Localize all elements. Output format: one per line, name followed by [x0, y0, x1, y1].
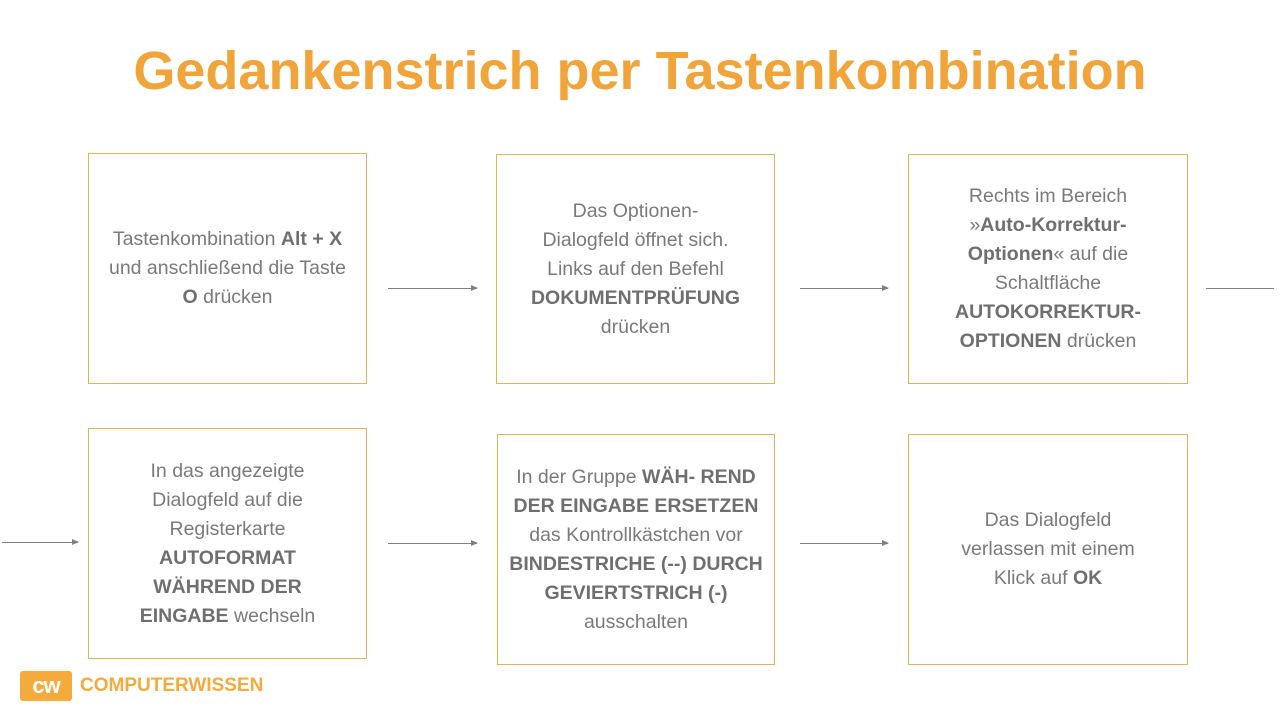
arrow-3-out-icon [1206, 288, 1274, 289]
arrow-4-to-5-icon [388, 540, 478, 546]
arrow-1-to-2-icon [388, 285, 478, 291]
page-title: Gedankenstrich per Tastenkombination [133, 41, 1147, 101]
step-2-box: Das Optionen-Dialogfeld öffnet sich.Link… [496, 154, 775, 384]
step-3-box: Rechts im Bereich»Auto-Korrektur-Optione… [908, 154, 1188, 384]
step-2-text: Das Optionen-Dialogfeld öffnet sich.Link… [530, 199, 741, 338]
cw-logo-icon: cw [20, 671, 72, 701]
arrow-4-in-icon [2, 539, 79, 545]
logo-text: COMPUTERWISSEN [80, 675, 264, 696]
step-3-text: Rechts im Bereich»Auto-Korrektur-Optione… [955, 185, 1141, 352]
arrow-2-to-3-icon [800, 285, 889, 291]
arrow-5-to-6-icon [800, 540, 889, 546]
computerwissen-logo: cw COMPUTERWISSEN [20, 671, 263, 701]
